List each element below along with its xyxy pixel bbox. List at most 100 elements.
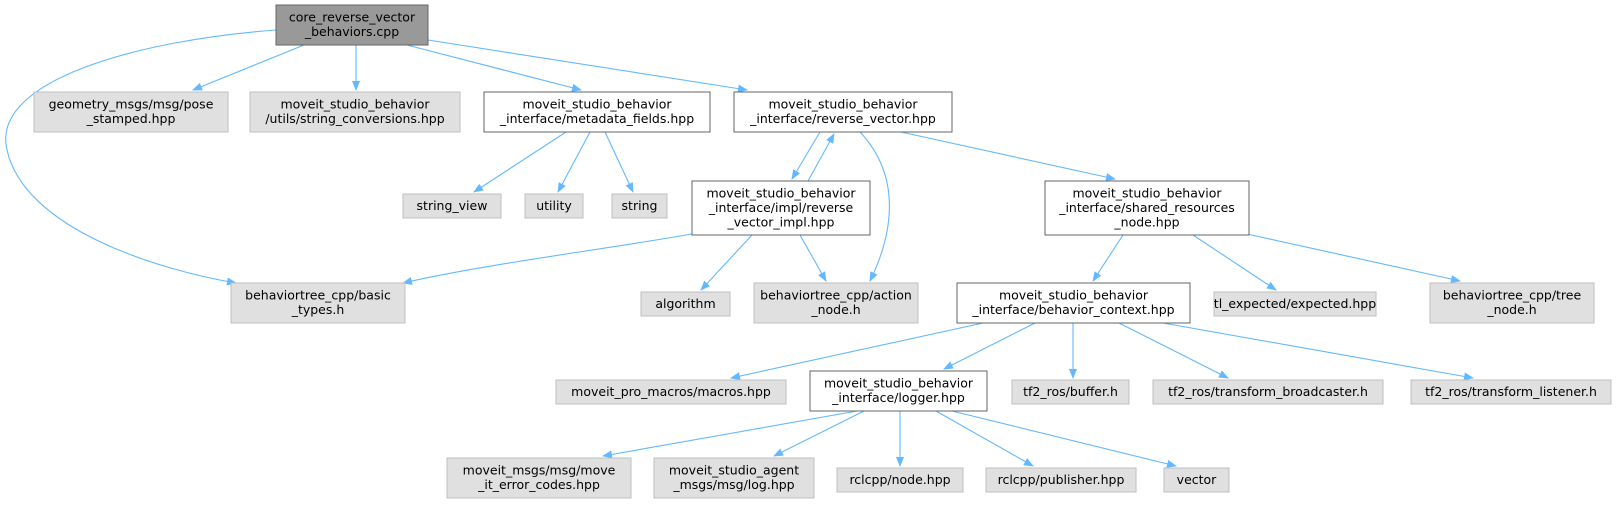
node-label-line: _node.h — [810, 302, 860, 317]
node-label-line: moveit_studio_behavior — [1072, 185, 1222, 200]
node-box — [230, 282, 406, 324]
edges-layer — [5, 29, 1474, 468]
edge-context-to-logger — [943, 322, 1036, 370]
node-label-line: _behaviors.cpp — [304, 24, 399, 39]
node-label-line: vector — [1177, 472, 1218, 487]
node-box — [1163, 467, 1230, 493]
node-label-line: moveit_studio_behavior — [280, 97, 430, 112]
node-reverse[interactable]: moveit_studio_behavior_interface/reverse… — [733, 91, 953, 133]
node-box — [1152, 379, 1384, 405]
node-label-line: _node.h — [1486, 302, 1536, 317]
edge-reverse-to-action_node — [859, 131, 890, 282]
node-label-line: _node.hpp — [1113, 214, 1179, 229]
node-label-line: moveit_studio_agent — [669, 463, 799, 478]
node-box — [809, 370, 988, 412]
node-label-line: algorithm — [655, 296, 715, 311]
node-box — [555, 379, 787, 405]
node-label-line: _it_error_codes.hpp — [477, 477, 600, 492]
node-label-line: _interface/logger.hpp — [831, 390, 965, 405]
node-box — [446, 457, 632, 499]
node-label-line: _interface/reverse_vector.hpp — [749, 111, 936, 126]
node-box — [956, 282, 1191, 324]
node-logger[interactable]: moveit_studio_behavior_interface/logger.… — [809, 370, 988, 412]
node-root: core_reverse_vector_behaviors.cpp — [275, 4, 429, 46]
node-box — [524, 193, 584, 219]
node-label-line: behaviortree_cpp/action — [760, 288, 912, 303]
edge-impl-to-reverse — [807, 133, 835, 182]
node-string: string — [611, 193, 668, 219]
node-string-view: string_view — [402, 193, 502, 219]
node-action-node: behaviortree_cpp/action_node.h — [753, 282, 919, 324]
node-label-line: _vector_impl.hpp — [727, 214, 835, 229]
node-label-line: _interface/impl/reverse — [708, 200, 854, 215]
node-label-line: _interface/shared_resources — [1058, 200, 1235, 215]
node-box — [640, 291, 731, 317]
node-label-line: rclcpp/node.hpp — [849, 472, 950, 487]
node-label-line: moveit_studio_behavior — [824, 376, 974, 391]
edge-context-to-listener — [1162, 322, 1474, 381]
edge-root-to-reverse — [427, 39, 748, 93]
node-label-line: moveit_studio_behavior — [768, 97, 918, 112]
node-label-line: rclcpp/publisher.hpp — [998, 472, 1125, 487]
node-box — [1011, 379, 1130, 405]
node-box — [653, 457, 815, 499]
node-publisher: rclcpp/publisher.hpp — [985, 467, 1137, 493]
node-label-line: moveit_studio_behavior — [522, 97, 672, 112]
node-label-line: /utils/string_conversions.hpp — [265, 111, 444, 126]
edge-root-to-pose — [192, 44, 305, 91]
node-basic-types: behaviortree_cpp/basic_types.h — [230, 282, 406, 324]
node-macros: moveit_pro_macros/macros.hpp — [555, 379, 787, 405]
node-impl[interactable]: moveit_studio_behavior_interface/impl/re… — [691, 180, 871, 236]
node-label-line: moveit_studio_behavior — [999, 288, 1149, 303]
node-box — [275, 4, 429, 46]
edge-logger-to-vector — [951, 410, 1177, 468]
edge-impl-to-basic_types — [402, 233, 693, 285]
node-box — [1044, 180, 1250, 236]
node-box — [1213, 291, 1377, 317]
node-metadata[interactable]: moveit_studio_behavior_interface/metadat… — [483, 91, 711, 133]
node-strconv: moveit_studio_behavior/utils/string_conv… — [249, 91, 461, 133]
node-pose: geometry_msgs/msg/pose_stamped.hpp — [33, 91, 229, 133]
node-label-line: utility — [536, 198, 572, 213]
node-box — [249, 91, 461, 133]
node-label-line: behaviortree_cpp/tree — [1443, 288, 1582, 303]
node-box — [1429, 282, 1595, 324]
node-box — [733, 91, 953, 133]
node-context[interactable]: moveit_studio_behavior_interface/behavio… — [956, 282, 1191, 324]
node-label-line: _stamped.hpp — [86, 111, 176, 126]
node-shared[interactable]: moveit_studio_behavior_interface/shared_… — [1044, 180, 1250, 236]
node-utility: utility — [524, 193, 584, 219]
node-algorithm: algorithm — [640, 291, 731, 317]
node-vector: vector — [1163, 467, 1230, 493]
edge-context-to-broadcaster — [1118, 322, 1229, 379]
edge-reverse-to-impl — [791, 131, 821, 180]
node-rcl-node: rclcpp/node.hpp — [836, 467, 964, 493]
node-listener: tf2_ros/transform_listener.h — [1410, 379, 1612, 405]
edge-shared-to-context — [1092, 234, 1124, 282]
node-agent-log: moveit_studio_agent_msgs/msg/log.hpp — [653, 457, 815, 499]
edge-context-to-macros — [730, 322, 984, 380]
edge-metadata-to-string_view — [473, 131, 567, 193]
node-label-line: string_view — [417, 198, 488, 213]
node-box — [753, 282, 919, 324]
edge-reverse-to-shared — [900, 131, 1116, 181]
node-label-line: _interface/behavior_context.hpp — [971, 302, 1174, 317]
edge-shared-to-tree_node — [1246, 233, 1461, 283]
node-label-line: tf2_ros/buffer.h — [1023, 384, 1118, 399]
node-label-line: behaviortree_cpp/basic — [245, 288, 391, 303]
node-buffer: tf2_ros/buffer.h — [1011, 379, 1130, 405]
node-label-line: tl_expected/expected.hpp — [1214, 296, 1376, 311]
edge-logger-to-move_error — [602, 410, 858, 459]
node-label-line: tf2_ros/transform_broadcaster.h — [1168, 384, 1368, 399]
node-box — [611, 193, 668, 219]
edge-logger-to-publisher — [935, 410, 1034, 467]
node-label-line: string — [622, 198, 658, 213]
node-box — [985, 467, 1137, 493]
node-box — [483, 91, 711, 133]
edge-impl-to-action_node — [799, 234, 827, 282]
node-box — [33, 91, 229, 133]
edge-shared-to-expected — [1192, 234, 1277, 291]
node-box — [691, 180, 871, 236]
node-label-line: _msgs/msg/log.hpp — [672, 477, 794, 492]
